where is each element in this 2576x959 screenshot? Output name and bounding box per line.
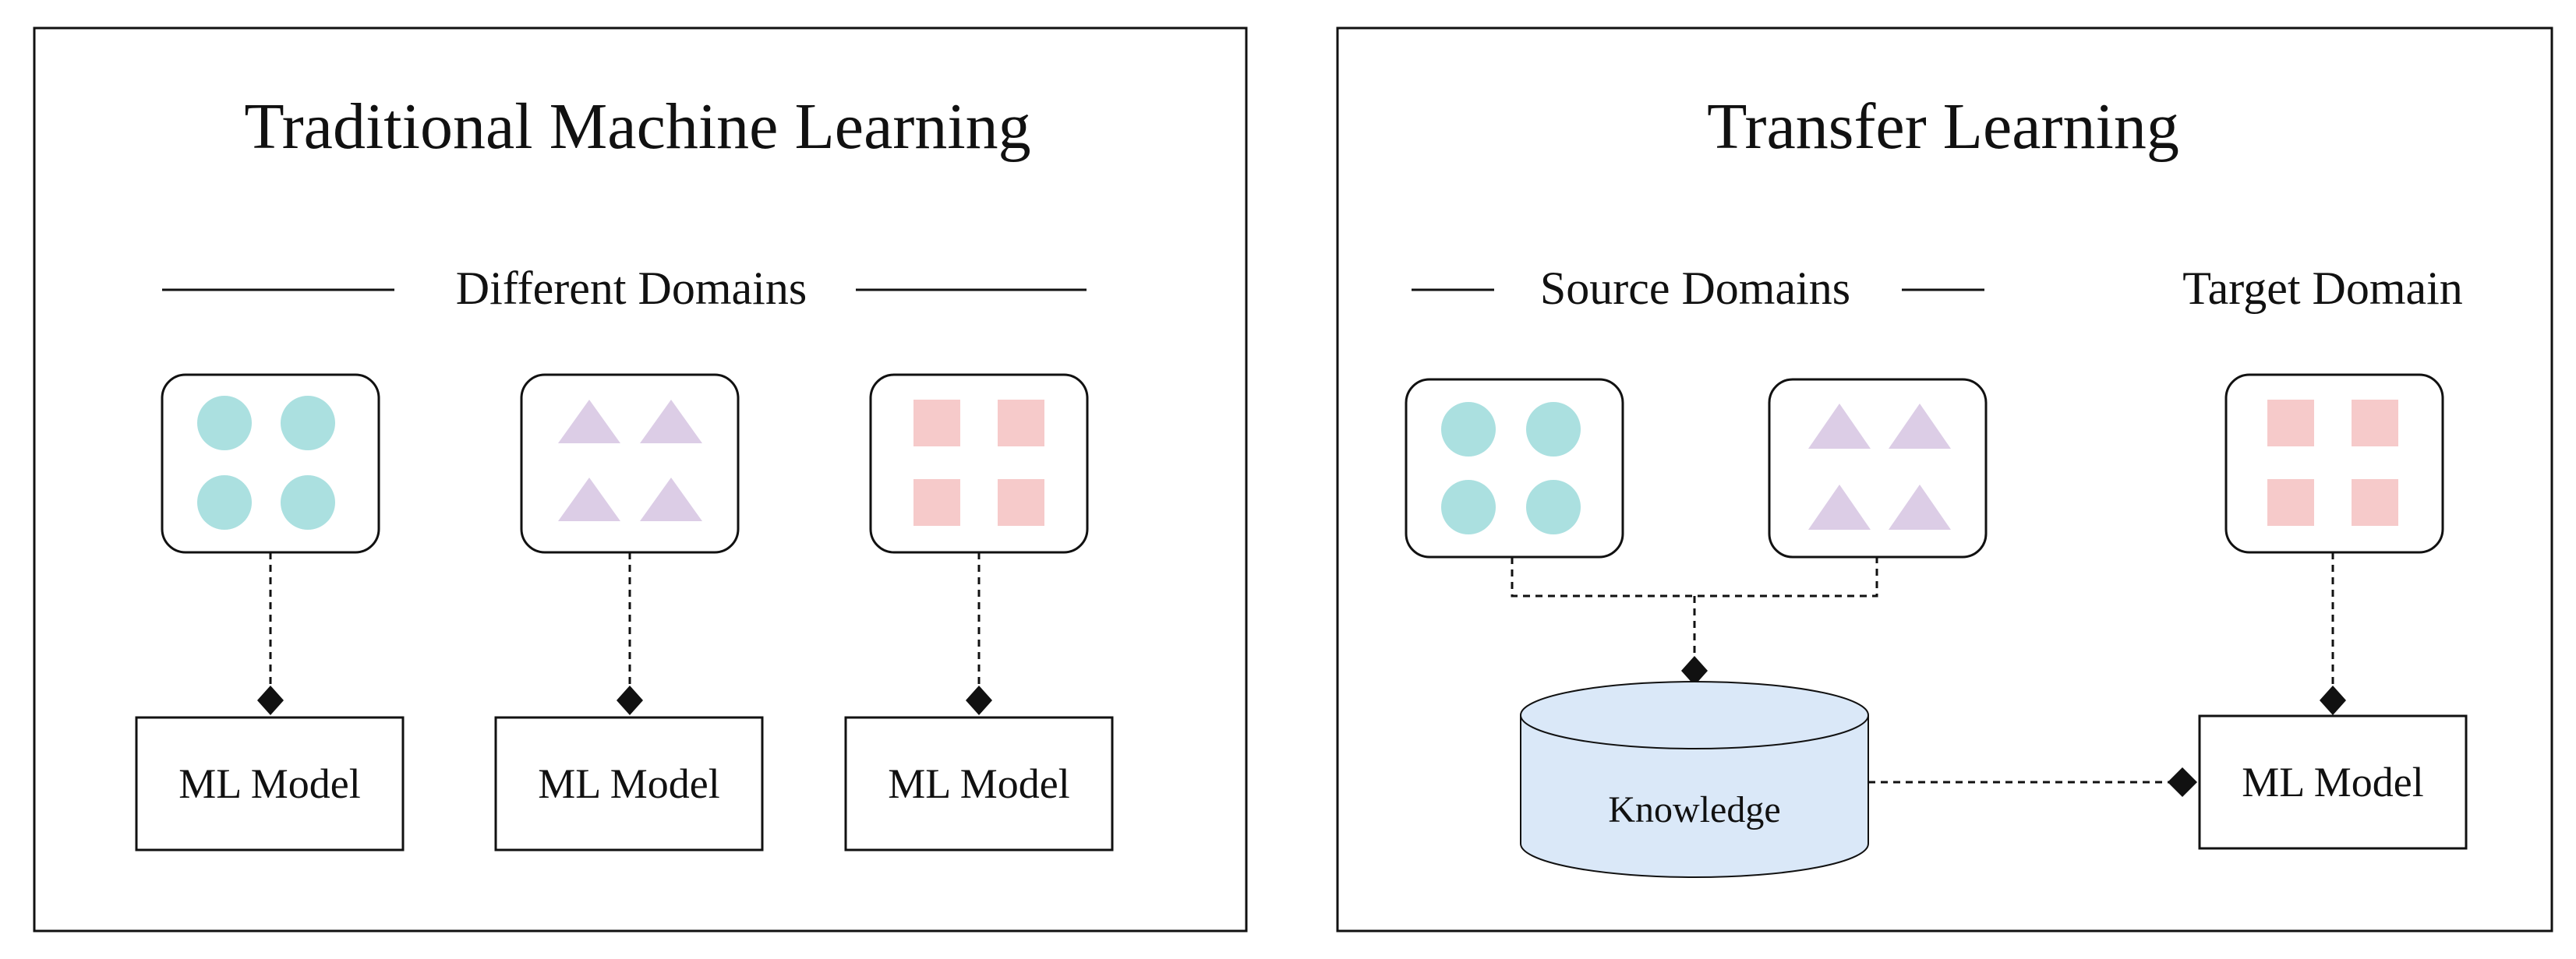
cylinder-body [1520,715,1869,878]
triangle-shape [1889,404,1951,449]
left-panel-title: Traditional Machine Learning [244,90,1030,163]
ml-model-label: ML Model [888,760,1069,807]
ml-model-label: ML Model [538,760,719,807]
source-domains-label: Source Domains [1540,263,1850,314]
triangle-shapes [558,400,702,521]
source-domain-box-triangles [1768,378,1988,559]
square-shapes [913,400,1044,526]
ml-model-label: ML Model [178,760,360,807]
circle-shape [281,475,335,530]
circle-shape [1526,402,1581,457]
ml-model-box [135,716,405,851]
triangle-shape [1808,485,1871,530]
circle-shape [1526,480,1581,534]
ml-model-label: ML Model [2242,759,2423,806]
ml-model-box [844,716,1114,851]
diamond-connector-icon [2320,686,2346,715]
square-shape [2352,400,2398,446]
knowledge-database-icon [1520,681,1869,878]
traditional-ml-panel: Traditional Machine Learning Different D… [33,26,1248,933]
merge-connector [1511,557,1878,598]
triangle-shape [558,478,620,521]
right-panel-title: Transfer Learning [1707,90,2179,163]
cylinder-top [1520,681,1869,749]
triangle-shape [640,478,702,521]
right-panel-frame [1336,26,2553,933]
diamond-connector-icon [257,686,284,715]
square-shape [2267,400,2314,446]
triangle-shapes [1808,404,1951,530]
target-domain-box-squares [2224,373,2444,554]
diamond-connector-icon [966,686,992,715]
triangle-shape [1889,485,1951,530]
circle-shapes [197,396,335,530]
circle-shape [197,396,252,450]
ml-model-box [2198,714,2468,850]
square-shape [2267,479,2314,526]
diamond-connector-icon [1681,656,1708,686]
domain-box-squares [869,373,1089,554]
square-shapes [2267,400,2398,526]
circle-shape [197,475,252,530]
square-shape [2352,479,2398,526]
triangle-shape [558,400,620,443]
circle-shape [281,396,335,450]
square-shape [998,479,1044,526]
diamond-connector-icon [2168,767,2197,797]
square-shape [913,479,960,526]
left-panel-frame [33,26,1248,933]
source-domain-box-circles [1405,378,1624,559]
square-shape [913,400,960,446]
domain-box-triangles [520,373,740,554]
triangle-shape [1808,404,1871,449]
circle-shapes [1441,402,1581,534]
square-shape [998,400,1044,446]
domain-box-circles [161,373,380,554]
triangle-shape [640,400,702,443]
diamond-connector-icon [617,686,643,715]
ml-model-box [494,716,764,851]
knowledge-label: Knowledge [1608,789,1780,830]
circle-shape [1441,480,1496,534]
circle-shape [1441,402,1496,457]
transfer-learning-panel: Transfer Learning Source Domains Target … [1336,26,2553,933]
different-domains-label: Different Domains [456,263,807,314]
target-domain-label: Target Domain [2182,263,2463,314]
